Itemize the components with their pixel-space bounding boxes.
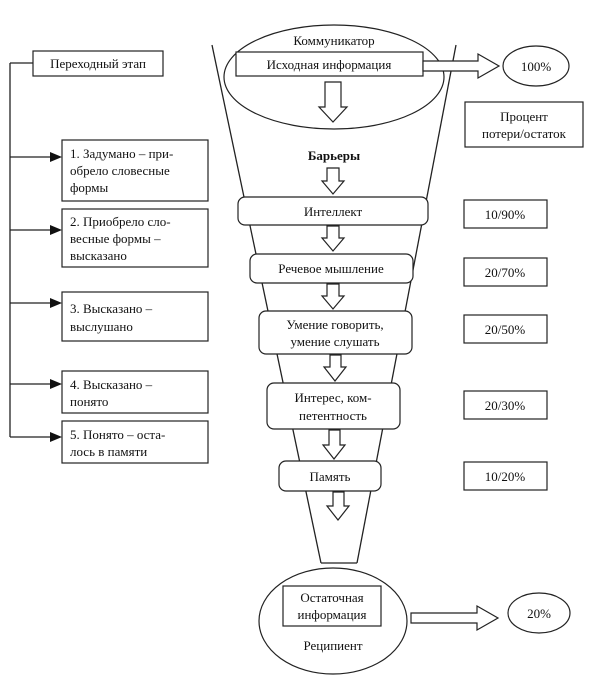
barrier-label-5: Память <box>310 469 351 484</box>
barrier-box-3 <box>258 310 413 355</box>
stage-4-line-2: понято <box>70 394 108 409</box>
residual-info-line-1: Остаточная <box>300 590 363 605</box>
barrier-box-5 <box>278 460 382 492</box>
stage-box-1 <box>61 139 209 202</box>
down-arrow-5 <box>322 354 348 382</box>
down-arrow-3 <box>320 225 346 252</box>
arrow-to-100 <box>422 52 501 80</box>
stage-2-line-3: высказано <box>70 248 127 263</box>
stage-arrowhead-3 <box>50 298 62 308</box>
down-arrow-6 <box>321 429 347 460</box>
barrier-label-4b: петентность <box>299 408 367 423</box>
barrier-label-2: Речевое мышление <box>278 261 384 276</box>
barriers-title: Барьеры <box>308 148 360 163</box>
arrow-to-20 <box>410 604 500 632</box>
down-arrow-4 <box>320 283 346 310</box>
barrier-percent-box-5 <box>463 461 548 491</box>
stage-4-line-1: 4. Высказано – <box>70 377 153 392</box>
barrier-label-1: Интеллект <box>304 204 363 219</box>
communicator-title: Коммуникатор <box>293 33 374 48</box>
stage-3-line-1: 3. Высказано – <box>70 301 153 316</box>
source-info-label: Исходная информация <box>267 57 392 72</box>
stage-header-label: Переходный этап <box>50 56 146 71</box>
barrier-percent-box-4 <box>463 390 548 420</box>
residual-info-box <box>282 585 382 627</box>
barrier-percent-1: 10/90% <box>485 207 526 222</box>
stage-arrowhead-2 <box>50 225 62 235</box>
barrier-percent-5: 10/20% <box>485 469 526 484</box>
barrier-percent-3: 20/50% <box>485 322 526 337</box>
stage-box-5 <box>61 420 209 464</box>
stage-1-line-3: формы <box>70 180 108 195</box>
stage-arrowhead-4 <box>50 379 62 389</box>
barrier-percent-2: 20/70% <box>485 265 526 280</box>
percent-header-line-1: Процент <box>500 109 548 124</box>
percent-20-label: 20% <box>527 606 551 621</box>
down-arrow-7 <box>325 491 351 521</box>
communicator-ellipse <box>223 24 445 130</box>
stage-1-line-2: обрело словесные <box>70 163 170 178</box>
stage-2-line-2: весные формы – <box>70 231 161 246</box>
percent-header-line-2: потери/остаток <box>482 126 567 141</box>
stage-1-line-1: 1. Задумано – при- <box>70 146 173 161</box>
barrier-box-4 <box>266 382 401 430</box>
barrier-box-1 <box>237 196 429 226</box>
barrier-percent-box-3 <box>463 314 548 344</box>
stage-2-line-1: 2. Приобрело сло- <box>70 214 171 229</box>
percent-100-label: 100% <box>521 59 552 74</box>
stage-3-line-2: выслушано <box>70 319 133 334</box>
down-arrow-2 <box>320 167 346 195</box>
stage-box-2 <box>61 208 209 268</box>
barrier-label-4a: Интерес, ком- <box>294 390 371 405</box>
barrier-percent-box-1 <box>463 199 548 229</box>
barrier-percent-box-2 <box>463 257 548 287</box>
barrier-box-2 <box>249 253 414 284</box>
stage-box-3 <box>61 291 209 342</box>
percent-header-box <box>464 101 584 148</box>
down-arrow-1 <box>317 81 349 123</box>
percent-20-ellipse <box>507 592 571 634</box>
recipient-title: Реципиент <box>303 638 362 653</box>
percent-100-ellipse <box>502 45 570 87</box>
stage-box-4 <box>61 370 209 414</box>
barrier-label-3a: Умение говорить, <box>286 317 383 332</box>
stage-5-line-1: 5. Понято – оста- <box>70 427 165 442</box>
stage-connectors <box>9 62 62 442</box>
barrier-label-3b: умение слушать <box>290 334 379 349</box>
barrier-percent-4: 20/30% <box>485 398 526 413</box>
source-info-box <box>235 51 424 77</box>
stage-5-line-2: лось в памяти <box>70 444 147 459</box>
residual-info-line-2: информация <box>298 607 367 622</box>
stage-arrowhead-1 <box>50 152 62 162</box>
stage-arrowhead-5 <box>50 432 62 442</box>
